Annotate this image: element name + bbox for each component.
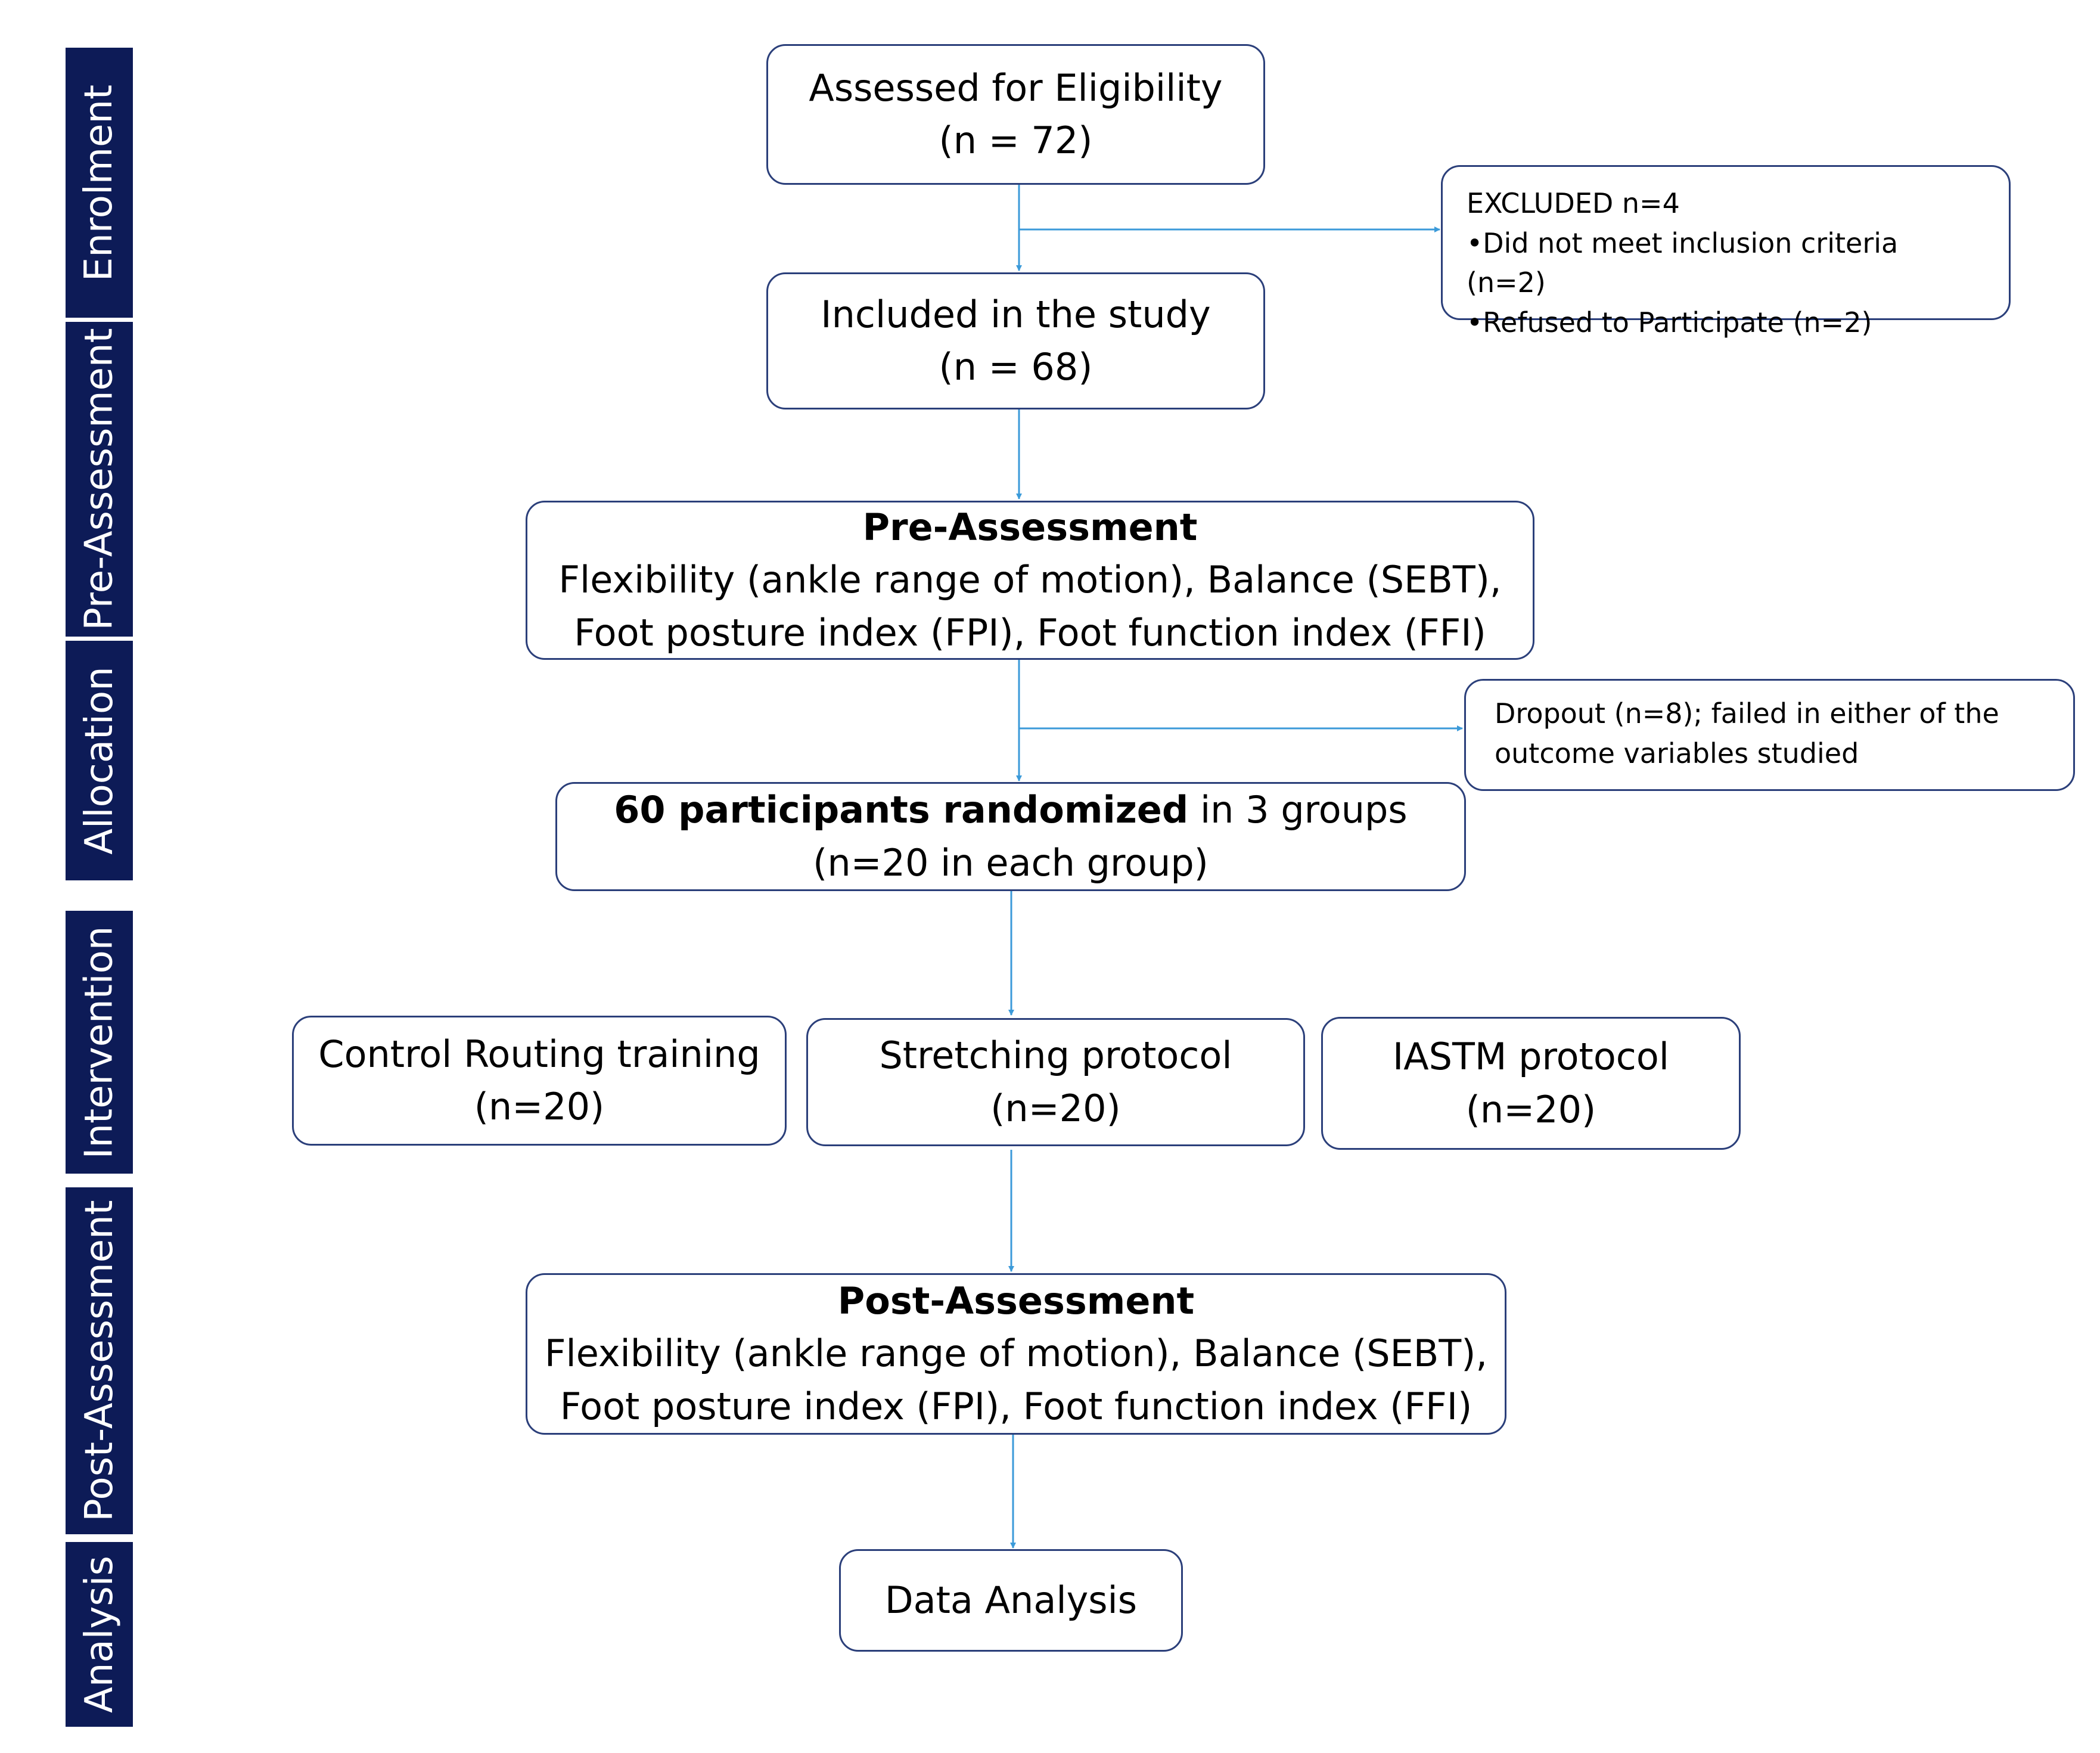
- phase-label: Allocation: [77, 666, 122, 855]
- phase-bar-allocation: Allocation: [66, 641, 133, 880]
- randomized-box: 60 participants randomized in 3 groups (…: [555, 782, 1466, 891]
- group-count: (n=20): [474, 1085, 605, 1128]
- data-analysis-box: Data Analysis: [839, 1549, 1183, 1652]
- box-line: Included in the study: [821, 292, 1211, 336]
- eligibility-box: Assessed for Eligibility (n = 72): [766, 44, 1265, 185]
- group-box-stretching: Stretching protocol (n=20): [806, 1018, 1305, 1146]
- dropout-line: Dropout (n=8); failed in either of the: [1495, 697, 1999, 730]
- group-count: (n=20): [990, 1086, 1121, 1130]
- phase-bar-enrolment: Enrolment: [66, 48, 133, 318]
- group-box-control: Control Routing training (n=20): [292, 1016, 787, 1146]
- box-line: (n = 68): [939, 345, 1093, 389]
- phase-bar-post-assessment: Post-Assessment: [66, 1187, 133, 1534]
- box-line: (n=20 in each group): [813, 840, 1209, 885]
- post-assessment-box: Post-Assessment Flexibility (ankle range…: [526, 1273, 1506, 1435]
- box-title: Post-Assessment: [837, 1279, 1195, 1323]
- group-label: Control Routing training: [318, 1032, 760, 1076]
- randomized-rest: in 3 groups: [1188, 788, 1408, 832]
- box-line: 60 participants randomized in 3 groups: [614, 784, 1407, 836]
- excluded-box: EXCLUDED n=4 Did not meet inclusion crit…: [1441, 165, 2011, 339]
- phase-label: Pre-Assessment: [77, 328, 122, 631]
- box-line: Assessed for Eligibility: [809, 66, 1223, 110]
- included-box: Included in the study (n = 68): [766, 272, 1265, 409]
- group-label: IASTM protocol: [1392, 1035, 1670, 1079]
- phase-bar-pre-assessment: Pre-Assessment: [66, 322, 133, 637]
- excluded-item: Refused to Participate (n=2): [1467, 303, 1985, 343]
- dropout-line: outcome variables studied: [1495, 737, 1859, 770]
- excluded-title: EXCLUDED n=4: [1467, 187, 1680, 219]
- phase-label: Intervention: [77, 926, 122, 1159]
- box-line: Foot posture index (FPI), Foot function …: [560, 1384, 1473, 1428]
- box-line: Flexibility (ankle range of motion), Bal…: [558, 558, 1502, 602]
- box-line: Flexibility (ankle range of motion), Bal…: [544, 1332, 1488, 1376]
- phase-label: Post-Assessment: [77, 1200, 122, 1522]
- pre-assessment-box: Pre-Assessment Flexibility (ankle range …: [526, 501, 1534, 660]
- excluded-item: Did not meet inclusion criteria (n=2): [1467, 224, 1985, 303]
- phase-bar-analysis: Analysis: [66, 1542, 133, 1727]
- box-line: (n = 72): [939, 119, 1093, 162]
- box-line: Data Analysis: [884, 1578, 1138, 1622]
- group-label: Stretching protocol: [879, 1034, 1232, 1078]
- randomized-count: 60 participants randomized: [614, 788, 1189, 832]
- phase-label: Analysis: [77, 1556, 122, 1713]
- group-box-iastm: IASTM protocol (n=20): [1321, 1017, 1741, 1150]
- phase-label: Enrolment: [77, 84, 122, 281]
- group-count: (n=20): [1465, 1087, 1596, 1131]
- phase-bar-intervention: Intervention: [66, 911, 133, 1174]
- box-title: Pre-Assessment: [862, 505, 1198, 550]
- dropout-box: Dropout (n=8); failed in either of the o…: [1464, 679, 2075, 791]
- box-line: Foot posture index (FPI), Foot function …: [574, 610, 1486, 654]
